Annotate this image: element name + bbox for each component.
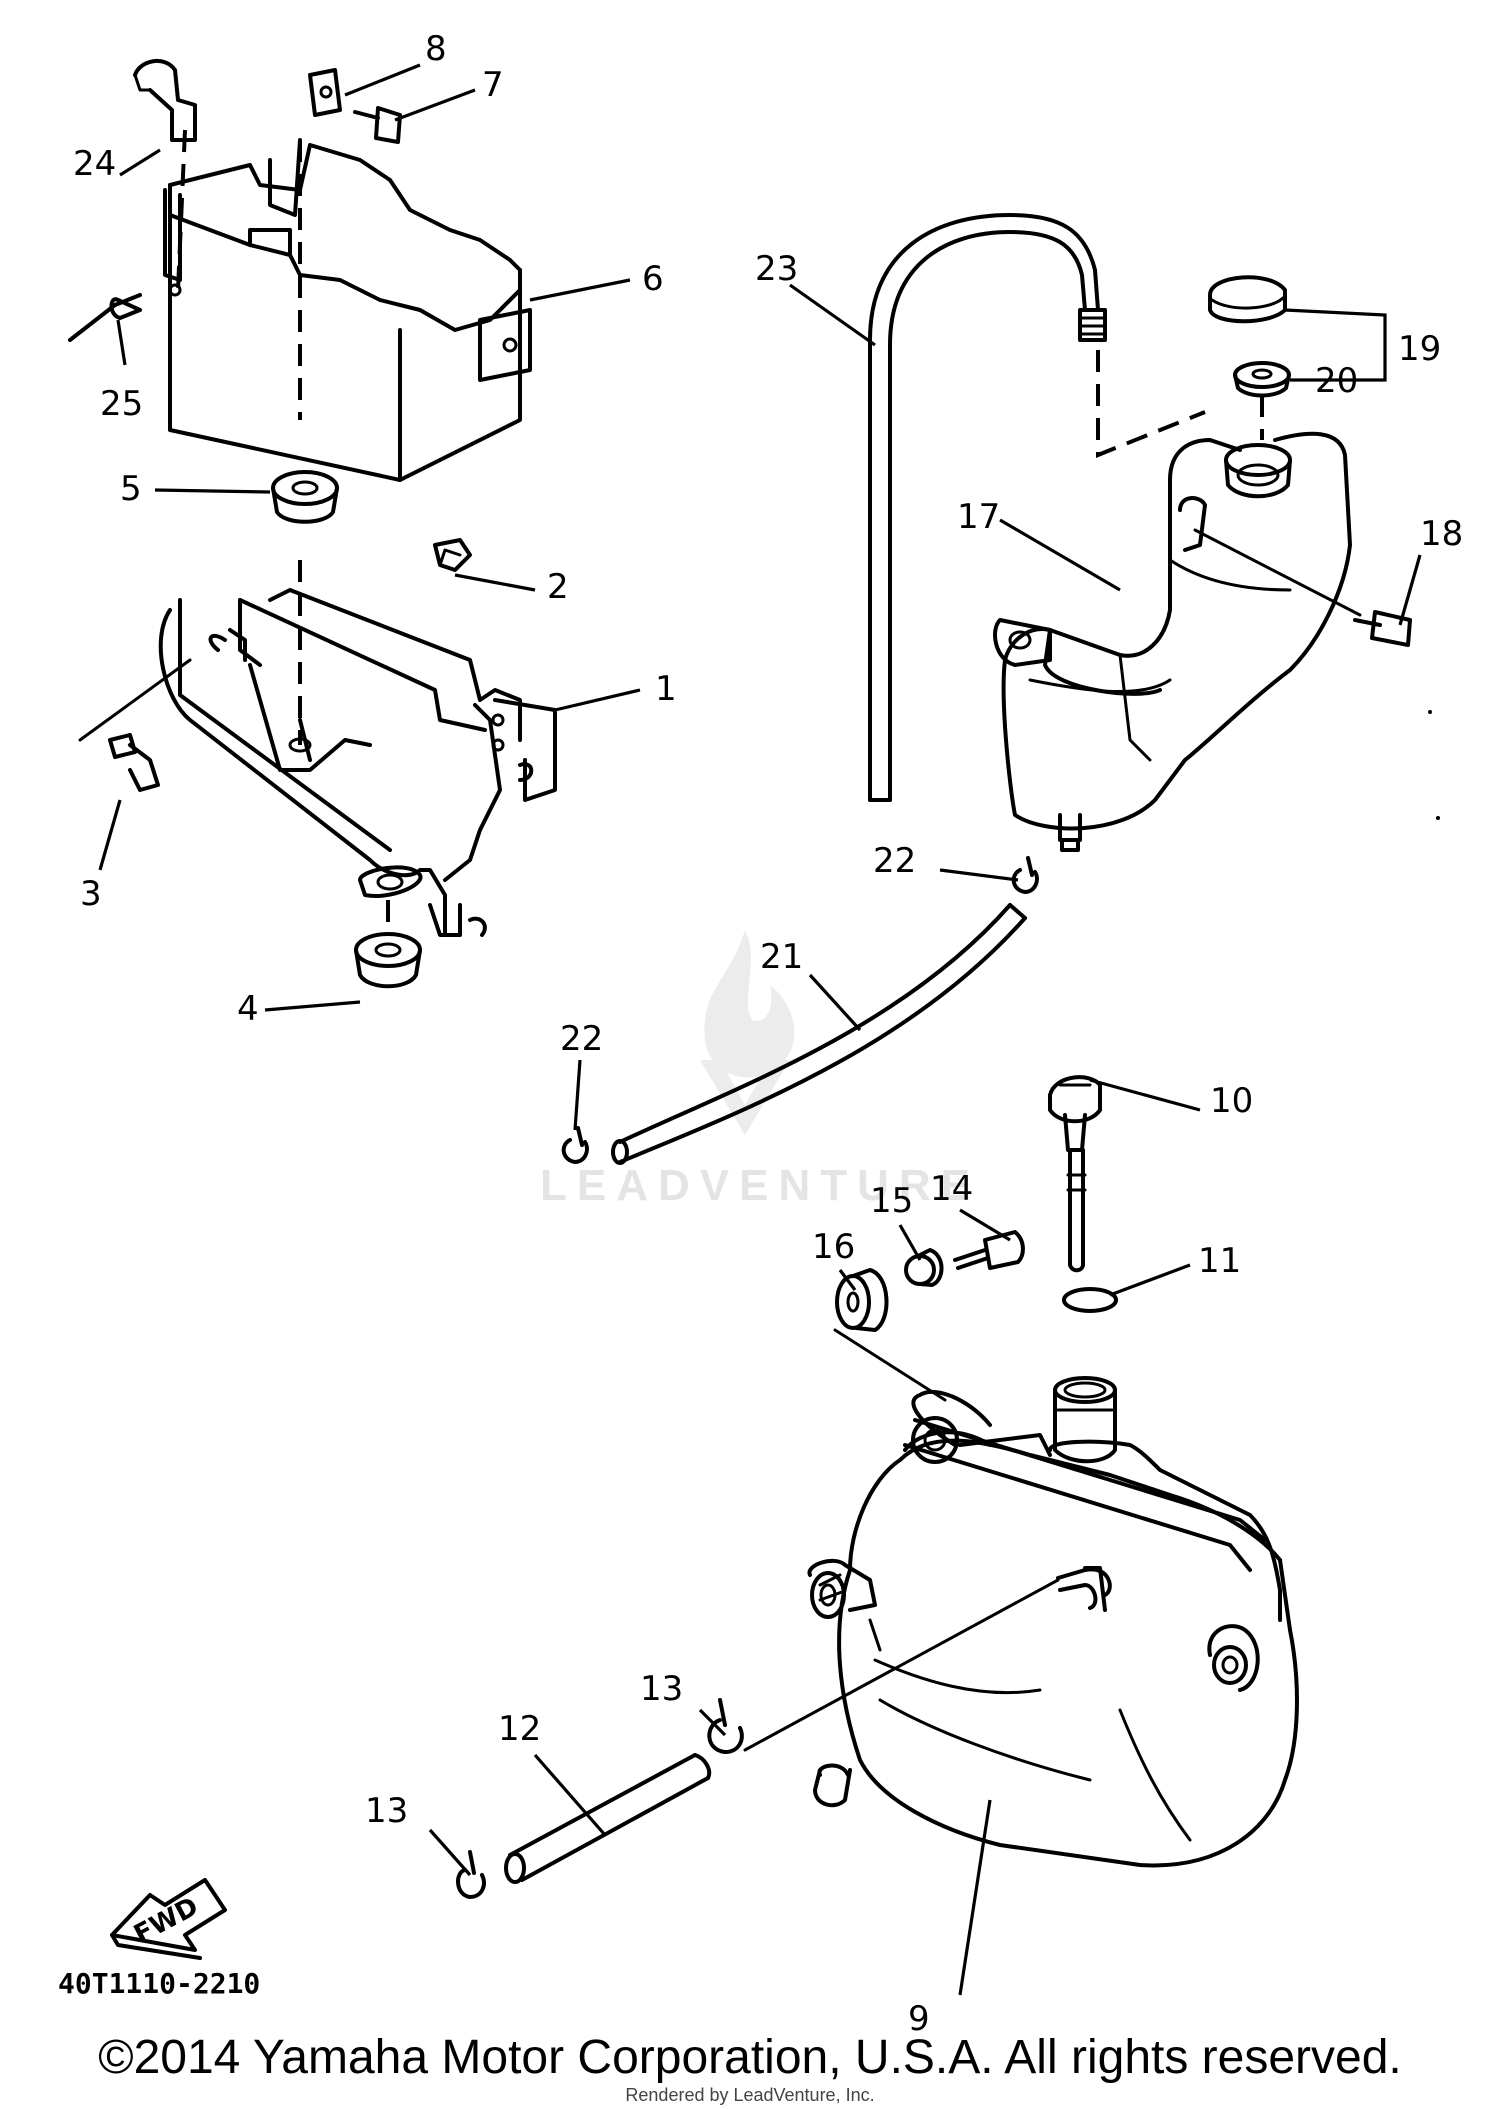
callout-25: 25	[100, 384, 143, 424]
watermark-text: LEADVENTURE	[540, 1161, 980, 1210]
cap-gasket-20	[1233, 361, 1291, 398]
callout-16: 16	[812, 1227, 855, 1267]
callout-13-right: 13	[640, 1669, 683, 1709]
assembly-line	[78, 658, 192, 742]
bolt-3	[108, 733, 160, 792]
callout-9: 9	[908, 1999, 930, 2039]
breather-hose-23	[868, 213, 1107, 802]
clip-2	[433, 538, 472, 572]
grommet-4	[354, 932, 422, 989]
fwd-arrow-icon: FWD	[110, 1878, 227, 1960]
assembly-line	[833, 1328, 947, 1402]
dipstick-10	[1048, 1075, 1102, 1273]
fwd-label: FWD	[129, 1892, 203, 1950]
callout-21: 21	[760, 937, 803, 977]
callout-22-bottom: 22	[560, 1019, 603, 1059]
bracket-24	[133, 59, 197, 142]
overflow-hose-21	[611, 903, 1027, 1165]
callout-12: 12	[498, 1709, 541, 1749]
oil-tank-9	[807, 1376, 1299, 1868]
bolt-14	[953, 1230, 1025, 1270]
callout-13-left: 13	[365, 1791, 408, 1831]
rendered-by-credit: Rendered by LeadVenture, Inc.	[625, 2085, 875, 2105]
callout-20: 20	[1315, 361, 1358, 401]
hose-clip-13-right	[707, 1698, 744, 1754]
callout-7: 7	[482, 65, 504, 105]
battery-box	[163, 138, 532, 482]
assembly-line	[1193, 528, 1362, 617]
callout-19: 19	[1398, 329, 1441, 369]
tank-cap-19	[1208, 275, 1287, 324]
bolt-18	[1353, 610, 1412, 647]
copyright-notice: ©2014 Yamaha Motor Corporation, U.S.A. A…	[98, 2031, 1402, 2084]
watermark-flame-icon	[704, 930, 795, 1078]
callout-5: 5	[120, 469, 142, 509]
pin-25	[68, 293, 142, 342]
leadventure-watermark: LEADVENTURE	[540, 930, 980, 1210]
reservoir-tank-17	[993, 431, 1352, 852]
stray-dot	[1428, 710, 1432, 714]
callout-6: 6	[642, 259, 664, 299]
callout-2: 2	[547, 567, 569, 607]
stray-dot	[1436, 816, 1440, 820]
grommet-5	[271, 470, 339, 524]
callout-17: 17	[957, 497, 1000, 537]
callout-numbers: 1 2 3 4 5 6 7 8 9 10 11 12 13 13 14 15 1…	[73, 29, 1463, 2039]
callout-22-top: 22	[873, 841, 916, 881]
battery-bracket	[158, 588, 557, 937]
watermark-v-icon	[700, 1060, 790, 1135]
hose-clip-22-bottom	[561, 1126, 589, 1164]
hose-clip-13-left	[456, 1850, 486, 1899]
callout-15: 15	[870, 1181, 913, 1221]
callout-23: 23	[755, 249, 798, 289]
bolt-7	[353, 106, 402, 144]
callout-3: 3	[80, 874, 102, 914]
assembly-line	[743, 1578, 1060, 1752]
collar-15	[904, 1248, 944, 1287]
hose-clip-22-top	[1011, 856, 1039, 894]
leader-lines	[98, 63, 1422, 1996]
callout-18: 18	[1420, 514, 1463, 554]
callout-14: 14	[930, 1169, 973, 1209]
assembly-line	[176, 129, 187, 291]
callout-24: 24	[73, 144, 116, 184]
callout-11: 11	[1198, 1241, 1241, 1281]
assembly-line	[1096, 350, 1206, 458]
hose-12	[504, 1753, 712, 1884]
grommet-16	[835, 1268, 889, 1332]
drawing-code: 40T1110-2210	[58, 1967, 260, 2000]
callout-8: 8	[425, 29, 447, 69]
o-ring-11	[1062, 1287, 1118, 1313]
plate-8	[308, 68, 342, 117]
callout-4: 4	[237, 989, 259, 1029]
callout-10: 10	[1210, 1081, 1253, 1121]
callout-1: 1	[655, 669, 677, 709]
